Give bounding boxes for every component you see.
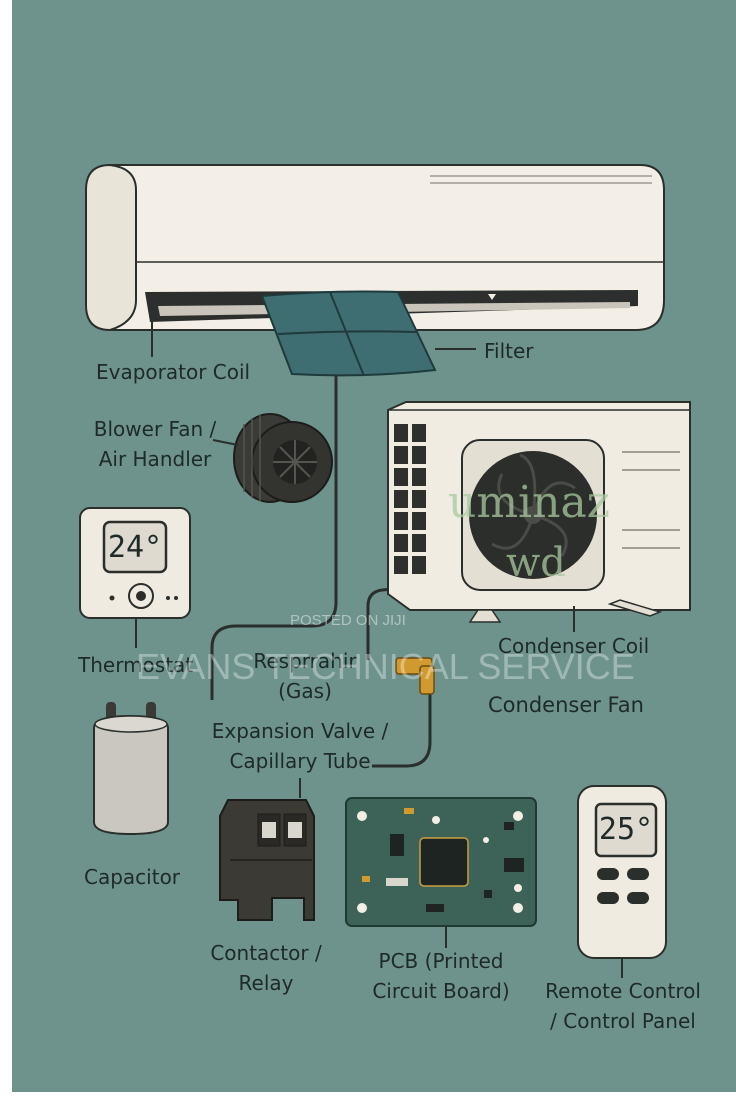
- outdoor-unit: [388, 402, 690, 632]
- contactor-label-line1: Contactor /: [196, 938, 336, 968]
- condenser-fan-label: Condenser Fan: [488, 690, 644, 720]
- refrigerant-label-line2: (Gas): [240, 676, 370, 706]
- thermostat-label: Thermostat: [78, 650, 193, 680]
- refrigerant-label-line1: Resprrahir: [240, 646, 370, 676]
- contactor-label-line2: Relay: [196, 968, 336, 998]
- expansion-valve-label-line1: Expansion Valve /: [200, 716, 400, 746]
- blower-fan-label: Blower Fan / Air Handler: [60, 414, 250, 474]
- remote-label: Remote Control / Control Panel: [534, 976, 712, 1036]
- thermostat-display: 24°: [104, 530, 166, 566]
- blower-fan-label-line1: Blower Fan /: [60, 414, 250, 444]
- remote-label-line2: / Control Panel: [534, 1006, 712, 1036]
- expansion-valve-label-line2: Capillary Tube: [200, 746, 400, 776]
- remote-display: 25°: [596, 812, 656, 848]
- contactor-part: [220, 778, 314, 920]
- pcb-label: PCB (Printed Circuit Board): [356, 946, 526, 1006]
- evaporator-coil-label: Evaporator Coil: [96, 357, 250, 387]
- pcb-label-line1: PCB (Printed: [356, 946, 526, 976]
- capacitor-label: Capacitor: [84, 862, 180, 892]
- pcb-label-line2: Circuit Board): [356, 976, 526, 1006]
- condenser-coil-label: Condenser Coil: [498, 631, 649, 661]
- blower-fan-label-line2: Air Handler: [60, 444, 250, 474]
- contactor-label: Contactor / Relay: [196, 938, 336, 998]
- refrigerant-label: Resprrahir (Gas): [240, 646, 370, 706]
- filter-label: Filter: [484, 336, 534, 366]
- expansion-valve-label: Expansion Valve / Capillary Tube: [200, 716, 400, 776]
- pcb-part: [346, 798, 536, 948]
- remote-label-line1: Remote Control: [534, 976, 712, 1006]
- capacitor-part: [94, 702, 168, 834]
